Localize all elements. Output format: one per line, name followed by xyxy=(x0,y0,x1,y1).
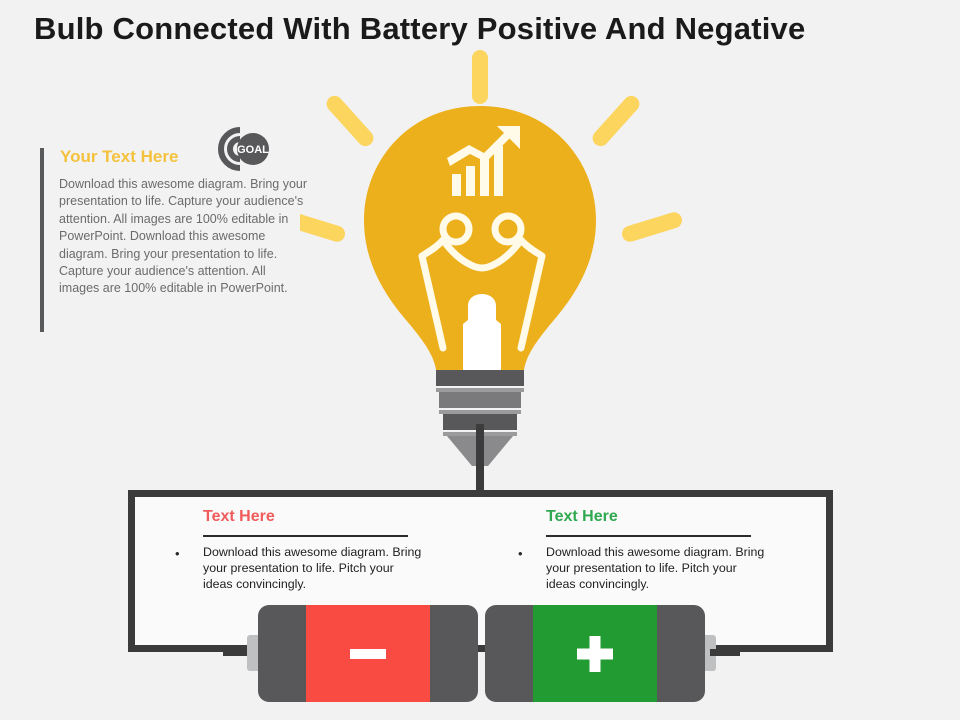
bulb-ray-top-right xyxy=(592,95,640,147)
bulb-filament-stem xyxy=(463,294,501,370)
battery-lead-left xyxy=(223,649,253,656)
left-panel-heading: Your Text Here xyxy=(60,147,179,166)
circuit-wire-stem xyxy=(476,424,484,496)
battery-core xyxy=(533,605,657,702)
goal-badge-circle xyxy=(237,133,269,165)
bulb-ray-top xyxy=(472,50,488,104)
light-bulb-illustration xyxy=(285,48,690,498)
left-text-panel: Your Text Here Download this awesome dia… xyxy=(40,140,315,332)
goal-badge-label: GOAL xyxy=(237,144,269,156)
left-panel-body: Download this awesome diagram. Bring you… xyxy=(59,177,308,296)
two-people-holding-hands-icon xyxy=(418,212,546,352)
page-title: Bulb Connected With Battery Positive And… xyxy=(34,11,806,46)
bulb-ray-top-left xyxy=(326,95,374,147)
plus-sign-icon xyxy=(577,635,613,672)
battery-lead-right xyxy=(710,649,740,656)
battery-terminal-right xyxy=(702,635,716,671)
column-underline xyxy=(203,535,408,537)
positive-battery xyxy=(485,605,740,702)
bulb-rays-group xyxy=(285,50,682,242)
column-body: Download this awesome diagram. Bring you… xyxy=(546,545,765,592)
column-underline xyxy=(546,535,751,537)
column-bullet: • xyxy=(175,546,180,561)
left-accent-bar xyxy=(40,148,44,332)
bulb-ray-right xyxy=(622,212,682,242)
goal-target-icon: GOAL xyxy=(213,126,275,172)
battery-terminal-left xyxy=(247,635,261,671)
column-bullet: • xyxy=(518,546,523,561)
battery-core xyxy=(306,605,430,702)
minus-sign-icon xyxy=(350,648,386,659)
column-title: Text Here xyxy=(546,508,618,525)
growth-bar-chart-arrow-icon xyxy=(447,126,520,196)
negative-battery xyxy=(223,605,478,702)
bulb-glass xyxy=(364,106,596,370)
bulb-ray-left xyxy=(285,212,345,242)
column-title: Text Here xyxy=(203,508,275,525)
circuit-wire-frame xyxy=(128,490,833,652)
column-body: Download this awesome diagram. Bring you… xyxy=(203,545,422,592)
goal-rings xyxy=(218,127,241,171)
